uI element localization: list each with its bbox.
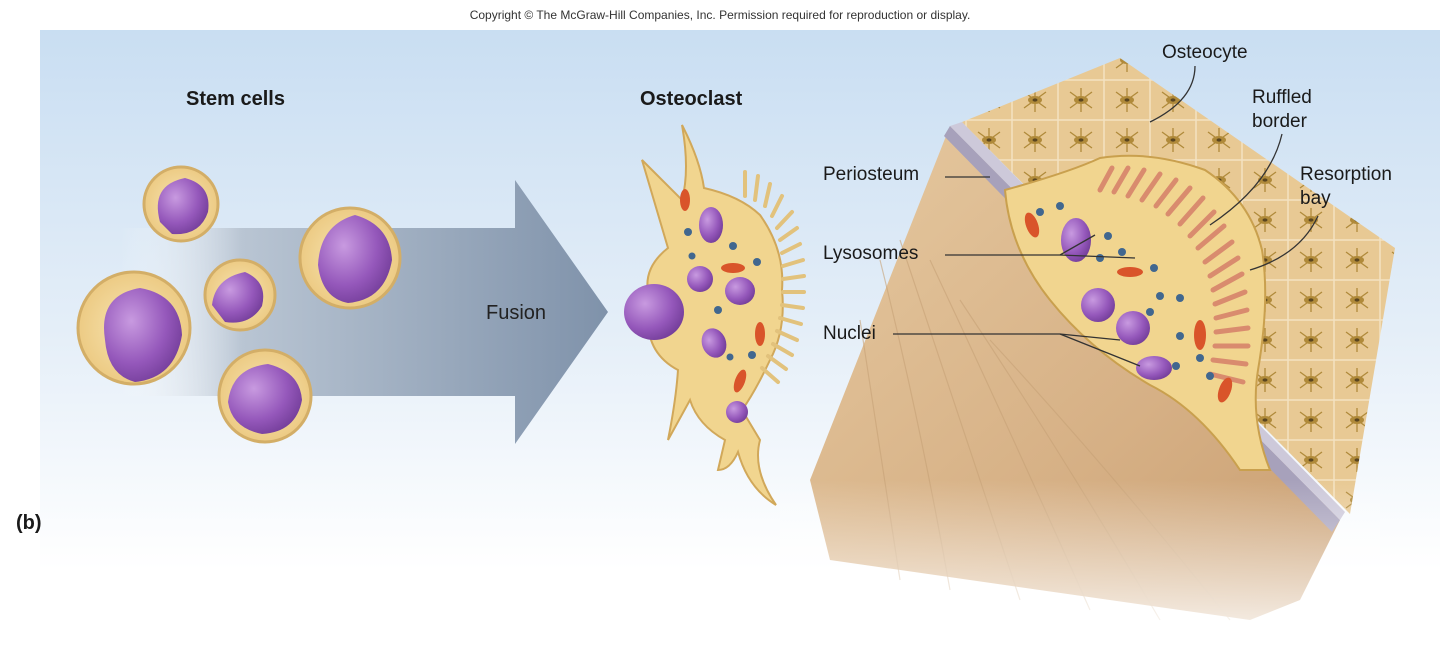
label-ruffled-border-line2: border: [1252, 110, 1312, 134]
label-nuclei: Nuclei: [823, 323, 876, 345]
stem-cell: [300, 208, 400, 308]
label-resorption-bay-line2: bay: [1300, 187, 1392, 211]
label-lysosomes: Lysosomes: [823, 243, 918, 265]
stem-cell: [219, 350, 311, 442]
stem-cell: [205, 260, 275, 330]
stem-cell: [144, 167, 218, 241]
stem-cell: [78, 272, 190, 384]
label-periosteum: Periosteum: [823, 164, 919, 186]
label-osteocyte: Osteocyte: [1162, 42, 1248, 64]
label-fusion: Fusion: [486, 302, 546, 325]
label-resorption-bay: Resorption bay: [1300, 163, 1392, 211]
label-stem-cells: Stem cells: [186, 88, 285, 111]
label-resorption-bay-line1: Resorption: [1300, 163, 1392, 187]
label-ruffled-border-line1: Ruffled: [1252, 86, 1312, 110]
panel-letter: (b): [16, 512, 42, 535]
copyright-notice: Copyright © The McGraw-Hill Companies, I…: [0, 8, 1440, 22]
label-ruffled-border: Ruffled border: [1252, 86, 1312, 134]
label-osteoclast: Osteoclast: [640, 88, 742, 111]
